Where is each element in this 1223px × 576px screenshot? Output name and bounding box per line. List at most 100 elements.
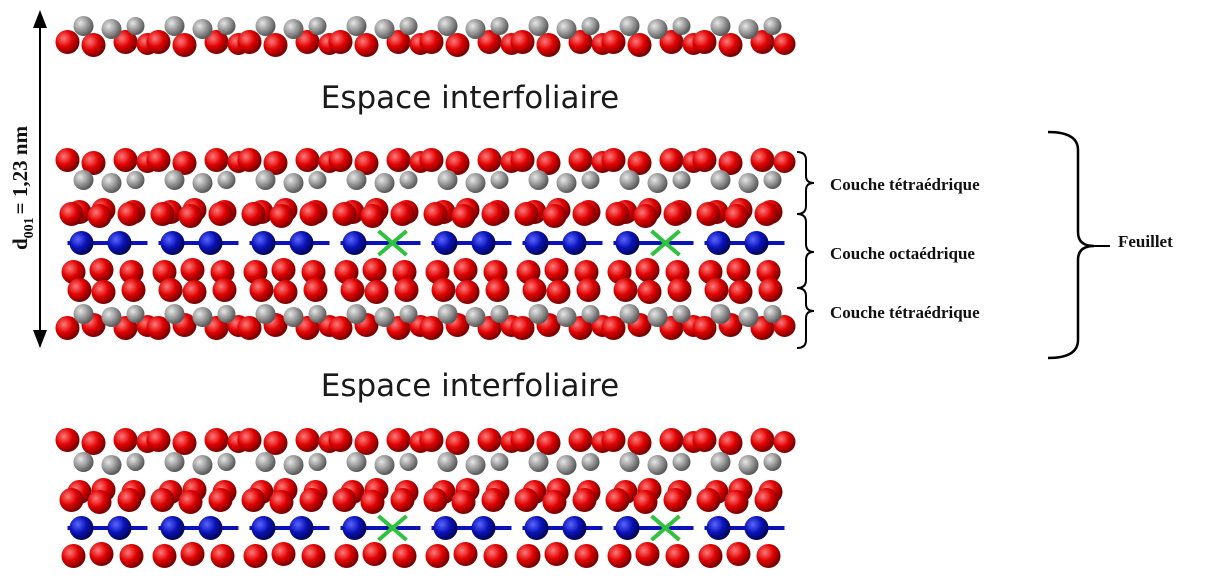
mid-octa-cation-atom	[198, 231, 223, 255]
bottom-octa-oxygen-atom	[89, 542, 114, 566]
mid-octa-oxygen-atom	[269, 204, 294, 228]
bottom-octa-oxygen-atom	[208, 488, 233, 512]
mid-tetra-top-oxygen-atom	[55, 148, 80, 172]
mid-tetra-bottom-apical-oxygen-atom	[212, 278, 237, 302]
bottom-tetra-silicon-atom	[437, 452, 458, 472]
mid-tetra-bottom-silicon-atom	[490, 305, 509, 323]
mid-tetra-bottom-silicon-atom	[619, 304, 640, 324]
top-sheet-silicon-atom	[217, 17, 236, 35]
mid-octa-oxygen-atom	[87, 204, 112, 228]
bottom-octa-substituted-bond	[650, 514, 681, 542]
mid-octa-oxygen-atom	[360, 204, 385, 228]
bottom-octa-oxygen-atom	[269, 490, 294, 514]
mid-octa-substituted-bond	[650, 229, 681, 257]
bottom-tetra-silicon-atom	[490, 453, 509, 471]
top-sheet-oxygen-atom	[328, 30, 353, 54]
bottom-octa-oxygen-atom	[425, 544, 450, 568]
mid-octa-oxygen-atom	[663, 202, 688, 226]
mid-tetra-top-silicon-atom	[192, 173, 213, 193]
mid-tetra-top-oxygen-atom	[692, 148, 717, 172]
top-sheet-silicon-atom	[101, 19, 122, 39]
bottom-tetra-oxygen-atom	[81, 431, 106, 455]
bottom-octa-oxygen-atom	[663, 488, 688, 512]
bottom-tetra-oxygen-atom	[386, 428, 411, 452]
mid-tetra-top-silicon-atom	[490, 171, 509, 189]
bottom-octa-cation-atom	[615, 516, 640, 540]
d-value: = 1,23 nm	[8, 125, 32, 214]
mid-tetra-bottom-apical-oxygen-atom	[455, 280, 480, 304]
mid-octa-substituted-bond	[377, 229, 408, 257]
mid-octa-oxygen-atom	[483, 260, 508, 284]
bottom-octa-cation-atom	[524, 516, 549, 540]
mid-tetra-top-silicon-atom	[255, 170, 276, 190]
mid-tetra-bottom-silicon-atom	[73, 304, 94, 324]
mid-tetra-bottom-silicon-atom	[465, 307, 486, 327]
bottom-tetra-silicon-atom	[308, 453, 327, 471]
mid-octa-oxygen-atom	[271, 258, 296, 282]
mid-tetra-bottom-silicon-atom	[374, 307, 395, 327]
mid-tetra-top-oxygen-atom	[237, 148, 262, 172]
mid-tetra-top-silicon-atom	[710, 170, 731, 190]
mid-tetra-top-oxygen-atom	[718, 151, 743, 175]
bottom-tetra-silicon-atom	[672, 453, 691, 471]
bottom-octa-oxygen-atom	[754, 488, 779, 512]
bottom-octa-cation-atom	[562, 516, 587, 540]
bottom-octa-oxygen-atom	[271, 542, 296, 566]
mid-tetra-bottom-oxygen-atom	[328, 316, 353, 340]
bottom-tetra-oxygen-atom	[328, 428, 353, 452]
bottom-tetra-oxygen-atom	[692, 428, 717, 452]
mid-octa-oxygen-atom	[180, 258, 205, 282]
bottom-octa-oxygen-atom	[332, 488, 357, 512]
mid-tetra-top-oxygen-atom	[172, 151, 197, 175]
top-sheet-oxygen-atom	[354, 33, 379, 57]
bottom-octa-cation-atom	[198, 516, 223, 540]
mid-tetra-top-silicon-atom	[374, 173, 395, 193]
top-sheet-silicon-atom	[346, 16, 367, 36]
bottom-octa-oxygen-atom	[724, 490, 749, 514]
bottom-octa-oxygen-atom	[451, 490, 476, 514]
top-sheet-silicon-atom	[192, 19, 213, 39]
mid-tetra-bottom-silicon-atom	[528, 304, 549, 324]
bottom-octa-oxygen-atom	[514, 488, 539, 512]
top-partial-sheet	[55, 16, 796, 57]
bottom-tetra-silicon-atom	[101, 455, 122, 475]
mid-tetra-bottom-apical-oxygen-atom	[273, 280, 298, 304]
bottom-octa-substituted-bond	[377, 514, 408, 542]
mid-tetra-bottom-silicon-atom	[556, 307, 577, 327]
mid-tetra-top-silicon-atom	[73, 170, 94, 190]
top-sheet-oxygen-atom	[263, 33, 288, 57]
mid-octa-oxygen-atom	[451, 204, 476, 228]
bottom-tetra-oxygen-atom	[172, 431, 197, 455]
mid-tetra-top-silicon-atom	[528, 170, 549, 190]
mid-octa-cation-atom	[433, 231, 458, 255]
top-sheet-silicon-atom	[710, 16, 731, 36]
bottom-octa-oxygen-atom	[392, 544, 417, 568]
top-sheet-oxygen-atom	[172, 33, 197, 57]
mid-tetra-top-oxygen-atom	[477, 148, 502, 172]
mid-tetra-bottom-apical-oxygen-atom	[576, 278, 601, 302]
bottom-octa-oxygen-atom	[180, 542, 205, 566]
bottom-octa-oxygen-atom	[360, 490, 385, 514]
mid-octa-cation-atom	[107, 231, 132, 255]
mid-octa-cation-atom	[706, 231, 731, 255]
top-sheet-silicon-atom	[255, 16, 276, 36]
mid-octa-oxygen-atom	[59, 202, 84, 226]
mid-tetra-bottom-oxygen-atom	[419, 316, 444, 340]
bottom-tetra-oxygen-atom	[477, 428, 502, 452]
top-sheet-oxygen-atom	[204, 30, 229, 54]
mid-tetra-top-oxygen-atom	[328, 148, 353, 172]
mid-tetra-bottom-oxygen-atom	[510, 316, 535, 340]
mid-octa-cation-atom	[342, 231, 367, 255]
mid-octa-oxygen-atom	[605, 202, 630, 226]
bottom-tetra-oxygen-atom	[718, 431, 743, 455]
mid-tetra-bottom-apical-oxygen-atom	[182, 280, 207, 304]
mid-tetra-top-silicon-atom	[164, 170, 185, 190]
mid-tetra-top-silicon-atom	[465, 173, 486, 193]
bottom-octa-cation-atom	[342, 516, 367, 540]
mid-tetra-bottom-apical-oxygen-atom	[728, 280, 753, 304]
mid-tetra-bottom-apical-oxygen-atom	[522, 278, 547, 302]
bottom-octa-oxygen-atom	[117, 488, 142, 512]
bottom-octa-oxygen-atom	[59, 488, 84, 512]
mid-tetra-bottom-silicon-atom	[308, 305, 327, 323]
mid-tetra-bottom-silicon-atom	[346, 304, 367, 324]
